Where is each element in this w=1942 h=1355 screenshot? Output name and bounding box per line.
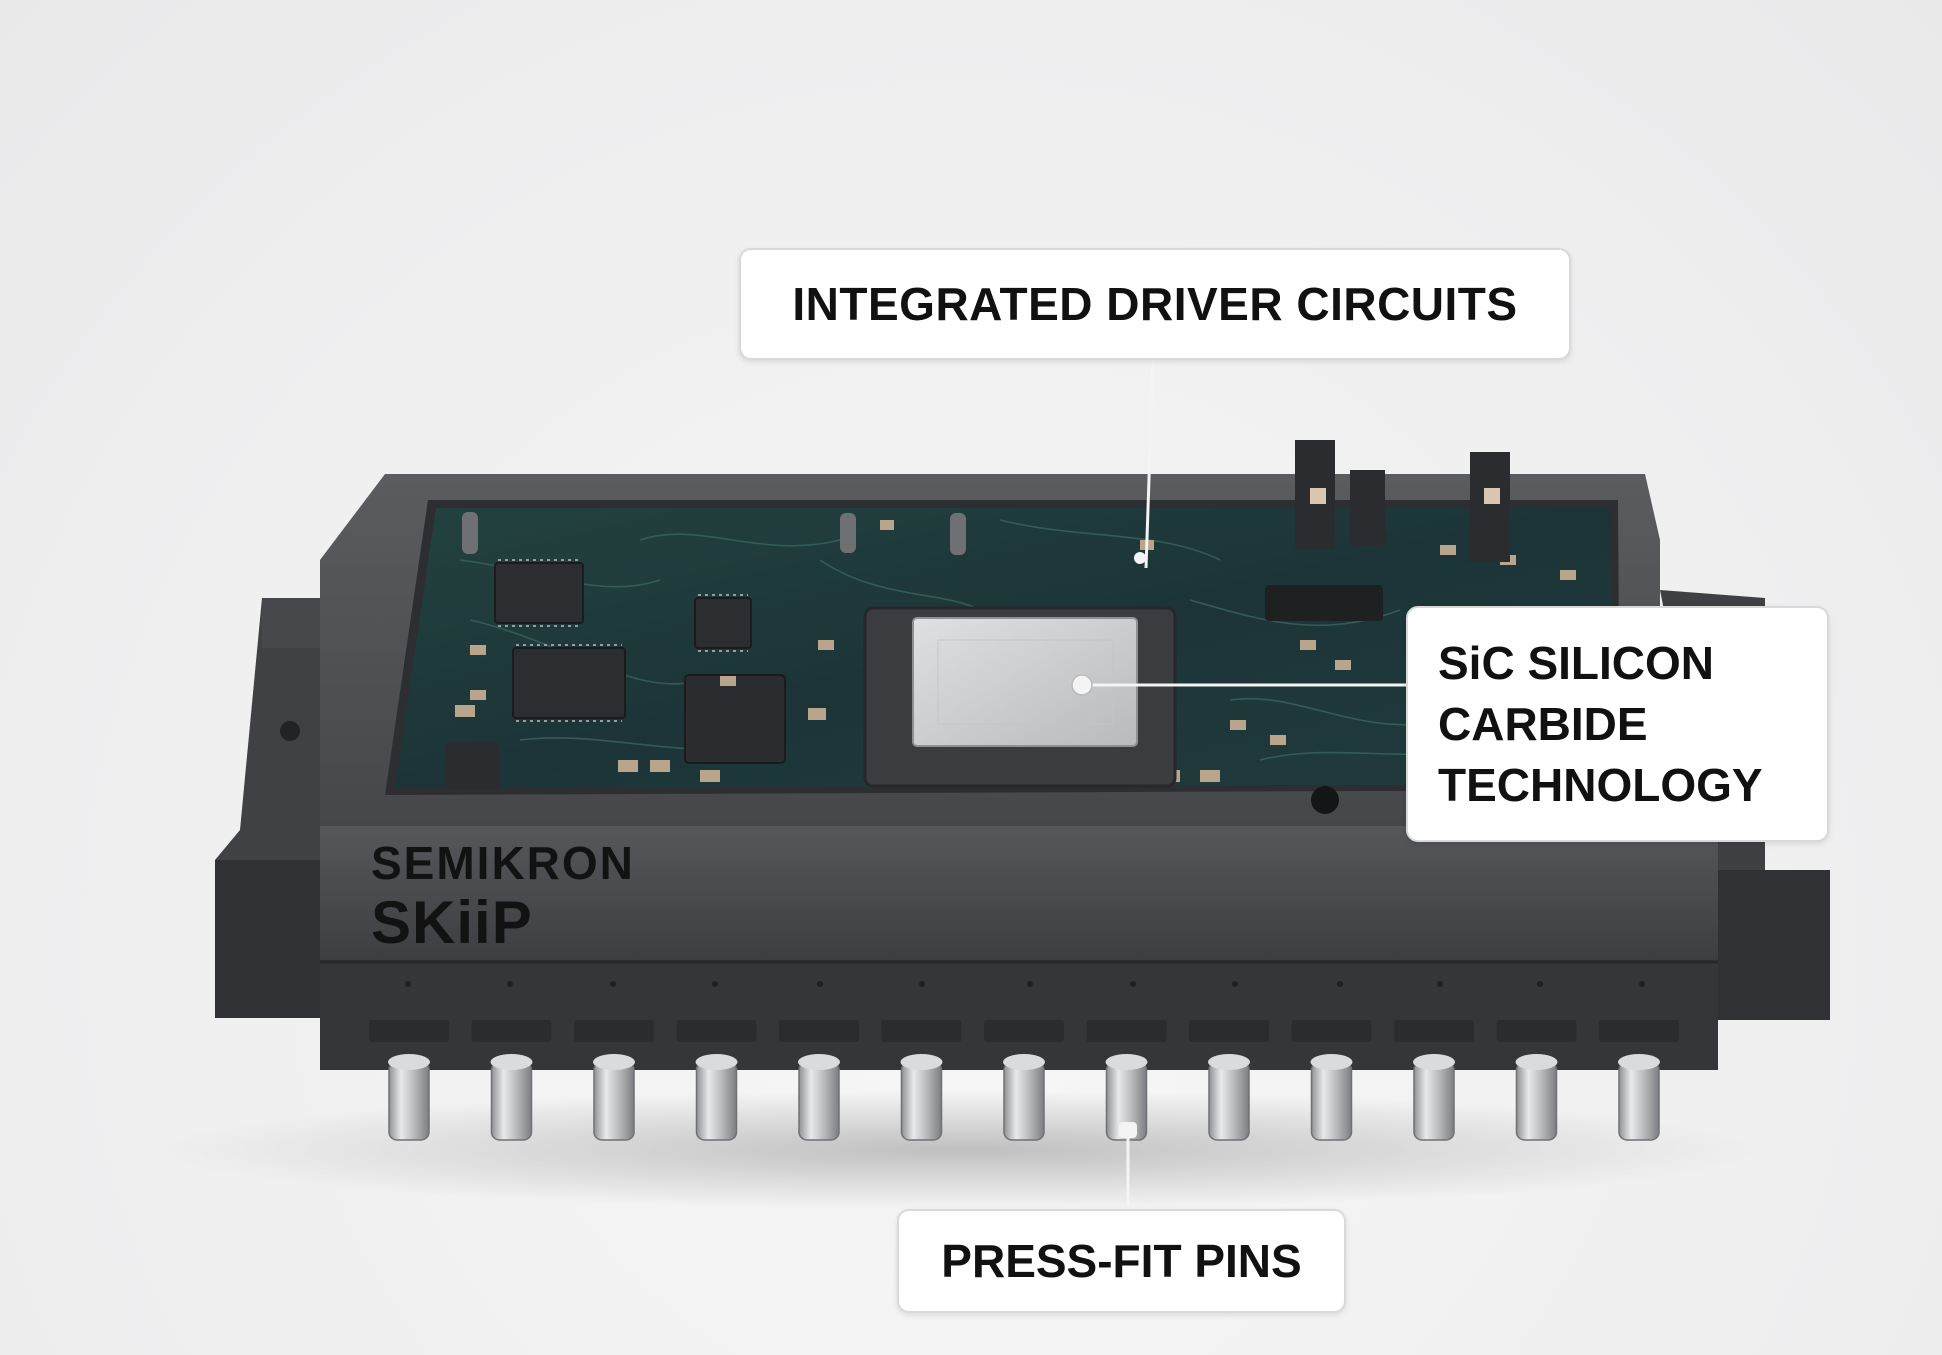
callout-sic-line-3: TECHNOLOGY xyxy=(1438,758,1763,811)
module-shadow xyxy=(160,1090,1760,1210)
pin-sockets xyxy=(369,1020,1679,1042)
pin-socket xyxy=(1599,1020,1679,1042)
callout-driver-label: INTEGRATED DRIVER CIRCUITS xyxy=(792,278,1518,330)
brand-name: SEMIKRON xyxy=(371,837,635,889)
housing-front-lower xyxy=(320,960,1718,1070)
press-fit-pin xyxy=(593,1054,635,1141)
press-fit-pin xyxy=(900,1054,943,1141)
pin-socket xyxy=(574,1020,654,1042)
press-fit-pin xyxy=(1310,1054,1353,1141)
leader-dot-driver xyxy=(1134,552,1146,564)
callout-press-fit-pins: PRESS-FIT PINS xyxy=(897,1209,1346,1313)
callout-sic-technology: SiC SILICON CARBIDE TECHNOLOGY xyxy=(1406,606,1829,842)
leader-dot-pin xyxy=(1119,1122,1137,1138)
press-fit-pin xyxy=(1618,1054,1660,1141)
sic-package xyxy=(863,606,1177,788)
front-dots xyxy=(405,981,1645,987)
pin-socket xyxy=(369,1020,449,1042)
product-name: SKiiP xyxy=(371,889,533,956)
pcb-mount-hole xyxy=(1311,786,1339,814)
callout-sic-line-1: SiC SILICON xyxy=(1438,636,1715,689)
callout-sic-line-2: CARBIDE xyxy=(1438,697,1648,750)
press-fit-pin xyxy=(798,1054,840,1141)
ic-pin-rows xyxy=(498,559,748,722)
callout-integrated-driver-circuits: INTEGRATED DRIVER CIRCUITS xyxy=(739,248,1571,360)
upright-capacitors xyxy=(462,512,966,555)
ic-chips xyxy=(445,562,1383,790)
top-connectors xyxy=(1265,440,1510,621)
leader-lines xyxy=(1082,359,1406,1209)
press-fit-pin xyxy=(1515,1054,1558,1141)
press-fit-pins xyxy=(388,1054,1660,1141)
leader-dot-sic xyxy=(1071,674,1093,696)
press-fit-pin xyxy=(1208,1054,1250,1141)
callout-pins-label: PRESS-FIT PINS xyxy=(941,1235,1302,1287)
pin-socket xyxy=(471,1020,552,1042)
pin-socket xyxy=(881,1020,962,1042)
pin-socket xyxy=(1189,1020,1269,1042)
pin-socket xyxy=(676,1020,757,1042)
press-fit-pin xyxy=(695,1054,738,1141)
pin-socket xyxy=(1496,1020,1577,1042)
press-fit-pin xyxy=(490,1054,533,1141)
pin-socket xyxy=(1291,1020,1372,1042)
press-fit-pin xyxy=(1003,1054,1045,1141)
pin-socket xyxy=(984,1020,1064,1042)
pin-socket xyxy=(1394,1020,1474,1042)
press-fit-pin xyxy=(1413,1054,1455,1141)
housing-front xyxy=(320,826,1718,966)
pin-socket xyxy=(779,1020,859,1042)
press-fit-pin xyxy=(388,1054,430,1141)
pin-socket xyxy=(1086,1020,1167,1042)
